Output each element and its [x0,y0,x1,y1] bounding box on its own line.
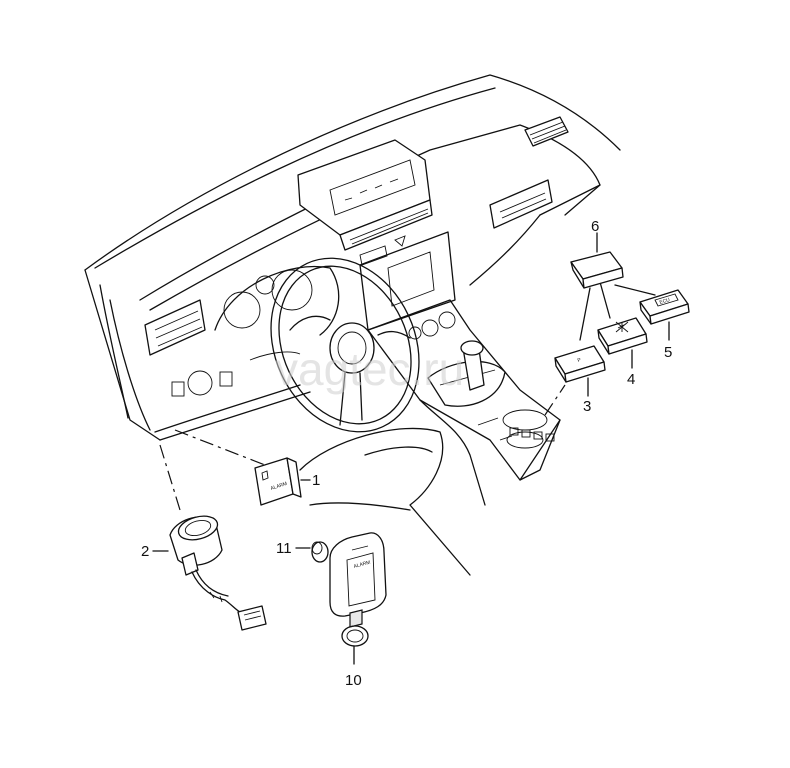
switch-5-label: ECU [659,297,671,306]
callout-6: 6 [591,218,599,235]
callout-10: 10 [345,672,362,689]
sensor-with-cable-part [169,515,267,631]
switch-3-label: P [577,357,583,364]
callout-11: 11 [276,540,292,557]
switch-4-part [597,317,648,355]
watermark: vagteс.ru [275,343,464,395]
callout-1: 1 [312,472,320,489]
alarm-button-part: ALARM [254,457,302,506]
callout-5: 5 [664,344,672,361]
blank-switch-part [570,251,624,289]
callout-3: 3 [583,398,591,415]
cap-part [311,541,329,563]
callout-4: 4 [627,371,635,388]
switch-3-part: P [554,345,606,383]
alarm-button-label: ALARM [270,481,288,492]
switch-5-part: ECU [639,289,690,325]
callout-2: 2 [141,543,149,560]
key-fob-label: ALARM [353,560,371,570]
dashboard [84,74,621,576]
locator-lines [159,281,656,511]
key-fob-part: ALARM [329,532,387,647]
